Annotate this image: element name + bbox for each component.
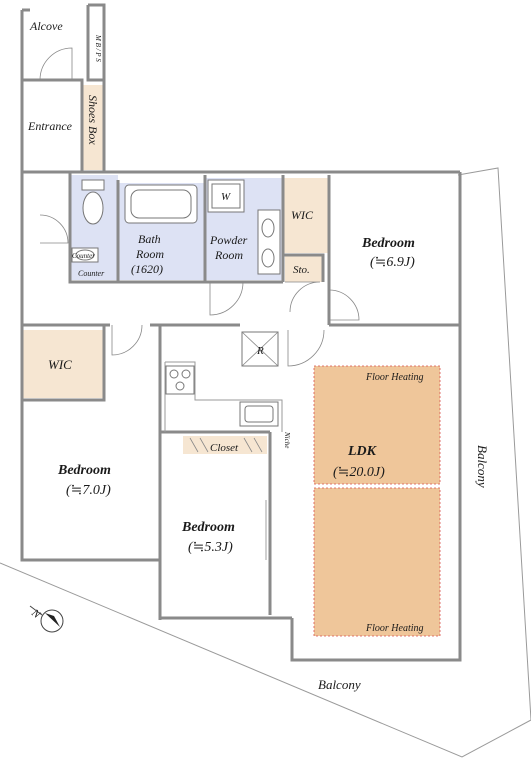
niche-label: Niche xyxy=(283,431,291,448)
bedroom-1-size: (≒6.9J) xyxy=(370,255,415,270)
washer-label: W xyxy=(221,191,231,203)
bedroom-3-size: (≒5.3J) xyxy=(188,540,233,555)
powder-room-label-line2: Room xyxy=(214,248,243,262)
refrigerator-label: R xyxy=(256,345,264,357)
alcove-label: Alcove xyxy=(29,19,63,33)
bedroom-2-size: (≒7.0J) xyxy=(66,483,111,498)
counter-label-2: Counter xyxy=(78,269,105,278)
bath-room-label-line2: Room xyxy=(135,247,164,261)
balcony-bottom-label: Balcony xyxy=(318,677,361,692)
shoes-box-fill xyxy=(83,85,104,170)
wic-left-fill xyxy=(22,330,104,398)
bedroom-2-name: Bedroom xyxy=(57,463,111,478)
wic-top-fill xyxy=(283,178,329,253)
wic-left-label: WIC xyxy=(48,357,72,372)
balcony-right-label: Balcony xyxy=(475,445,490,488)
wic-top-label: WIC xyxy=(291,208,314,222)
bath-room-label-line3: (1620) xyxy=(131,262,163,276)
bedroom1-door xyxy=(328,289,360,321)
floor-heating-bottom xyxy=(313,487,441,637)
floor-heating-bottom-label: Floor Heating xyxy=(365,623,424,634)
sink-icon xyxy=(71,247,99,263)
door-swings xyxy=(39,47,360,560)
toilet-icon xyxy=(81,179,105,225)
sto-label: Sto. xyxy=(293,264,310,276)
shoes-box-label: Shoes Box xyxy=(86,95,100,145)
fixtures xyxy=(71,179,281,453)
washer-icon xyxy=(207,179,245,213)
north-arrow-icon xyxy=(29,605,64,633)
stove-burners-icon xyxy=(165,365,195,395)
powder-room-label-line1: Powder xyxy=(209,233,248,247)
refrigerator-icon xyxy=(241,331,279,367)
sto-door xyxy=(285,281,321,313)
wic-left-door xyxy=(111,324,143,356)
bedroom-1-name: Bedroom xyxy=(361,236,415,251)
washroom-door xyxy=(39,214,69,244)
closet-label: Closet xyxy=(210,442,239,454)
bathtub-icon xyxy=(124,184,198,224)
washroom-fill xyxy=(70,175,118,280)
labels: Alcove M B / P S Entrance Shoes Box Coun… xyxy=(27,19,490,692)
powder-room-sink-icon xyxy=(257,209,281,275)
balcony-outline xyxy=(0,167,531,758)
storage-fill xyxy=(285,255,323,282)
ldk-door xyxy=(287,329,325,367)
floor-heating-top xyxy=(313,365,441,485)
entrance-label: Entrance xyxy=(27,119,73,133)
kitchen-sink-icon xyxy=(239,401,279,427)
counter-label-1: Counter xyxy=(72,252,95,260)
floor-heating-top-label: Floor Heating xyxy=(365,372,424,383)
alcove-door xyxy=(39,47,73,81)
bedroom-3-name: Bedroom xyxy=(181,520,235,535)
ldk-name: LDK xyxy=(347,444,378,459)
walls xyxy=(20,3,462,662)
ldk-size: (≒20.0J) xyxy=(333,465,385,480)
powder-room-door xyxy=(209,281,244,316)
mb-ps-label: M B / P S xyxy=(94,34,102,62)
closet-hatch xyxy=(189,437,263,453)
closet-fill xyxy=(183,436,267,454)
bath-room-label-line1: Bath xyxy=(138,232,161,246)
